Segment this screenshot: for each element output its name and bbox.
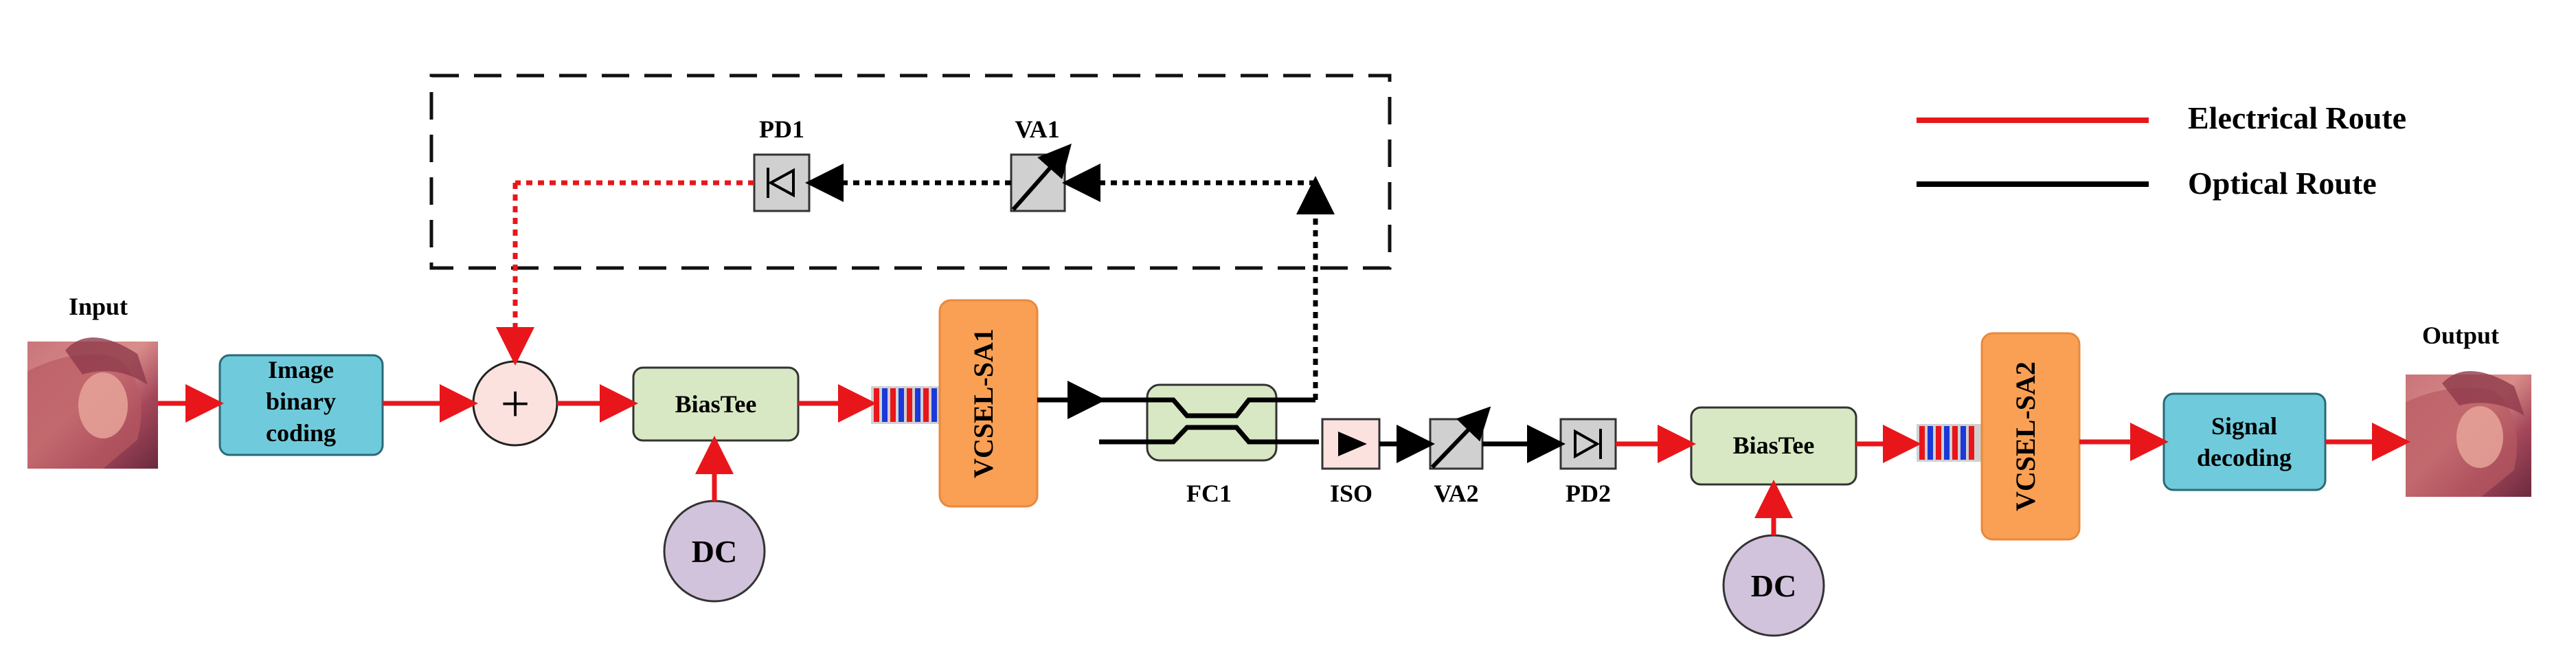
vcsel-sa1-block xyxy=(938,299,1039,508)
bias-tee-1-label: BiasTee xyxy=(675,390,757,418)
iso-label: ISO xyxy=(1330,480,1372,507)
image-coding-line-3: coding xyxy=(266,419,336,447)
input-image xyxy=(27,337,158,469)
feedback-loop-box xyxy=(429,74,1392,270)
signal-decoding-line-2: decoding xyxy=(2197,444,2292,471)
input-label: Input xyxy=(69,293,128,320)
summing-symbol: + xyxy=(501,375,530,433)
legend-electrical-label: Electrical Route xyxy=(2188,100,2406,135)
legend-optical-label: Optical Route xyxy=(2188,166,2377,201)
photodetector-pd1 xyxy=(753,153,811,212)
laser-stripe-1 xyxy=(871,386,940,424)
fc1-label: FC1 xyxy=(1186,480,1232,507)
image-coding-line-2: binary xyxy=(266,388,336,415)
dc-source-1-label: DC xyxy=(692,534,737,569)
image-coding-line-1: Image xyxy=(268,356,334,383)
bias-tee-2-label: BiasTee xyxy=(1733,432,1815,459)
pd2-label: PD2 xyxy=(1566,480,1611,507)
signal-decoding-block xyxy=(2162,392,2327,491)
signal-decoding-line-1: Signal xyxy=(2211,412,2277,440)
fiber-coupler-fc1 xyxy=(1099,383,1315,462)
dc-source-2-label: DC xyxy=(1751,568,1796,603)
va2-label: VA2 xyxy=(1434,480,1478,507)
va1-label: VA1 xyxy=(1015,115,1059,143)
legend: Electrical Route Optical Route xyxy=(1917,100,2406,201)
photodetector-pd2 xyxy=(1559,418,1617,470)
optical-connections xyxy=(805,164,1566,463)
pd1-label: PD1 xyxy=(759,115,804,143)
isolator-iso xyxy=(1321,418,1381,470)
attenuator-va2 xyxy=(1429,406,1491,470)
output-label: Output xyxy=(2422,322,2499,349)
laser-stripe-2 xyxy=(1917,424,1982,462)
vcsel-sa1-label: VCSEL-SA1 xyxy=(968,328,999,478)
vcsel-sa2-label: VCSEL-SA2 xyxy=(2010,361,2041,511)
attenuator-va1 xyxy=(1010,144,1072,212)
electrical-connections xyxy=(158,180,2410,535)
output-image xyxy=(2406,370,2531,497)
vcsel-sa2-block xyxy=(1980,332,2081,541)
